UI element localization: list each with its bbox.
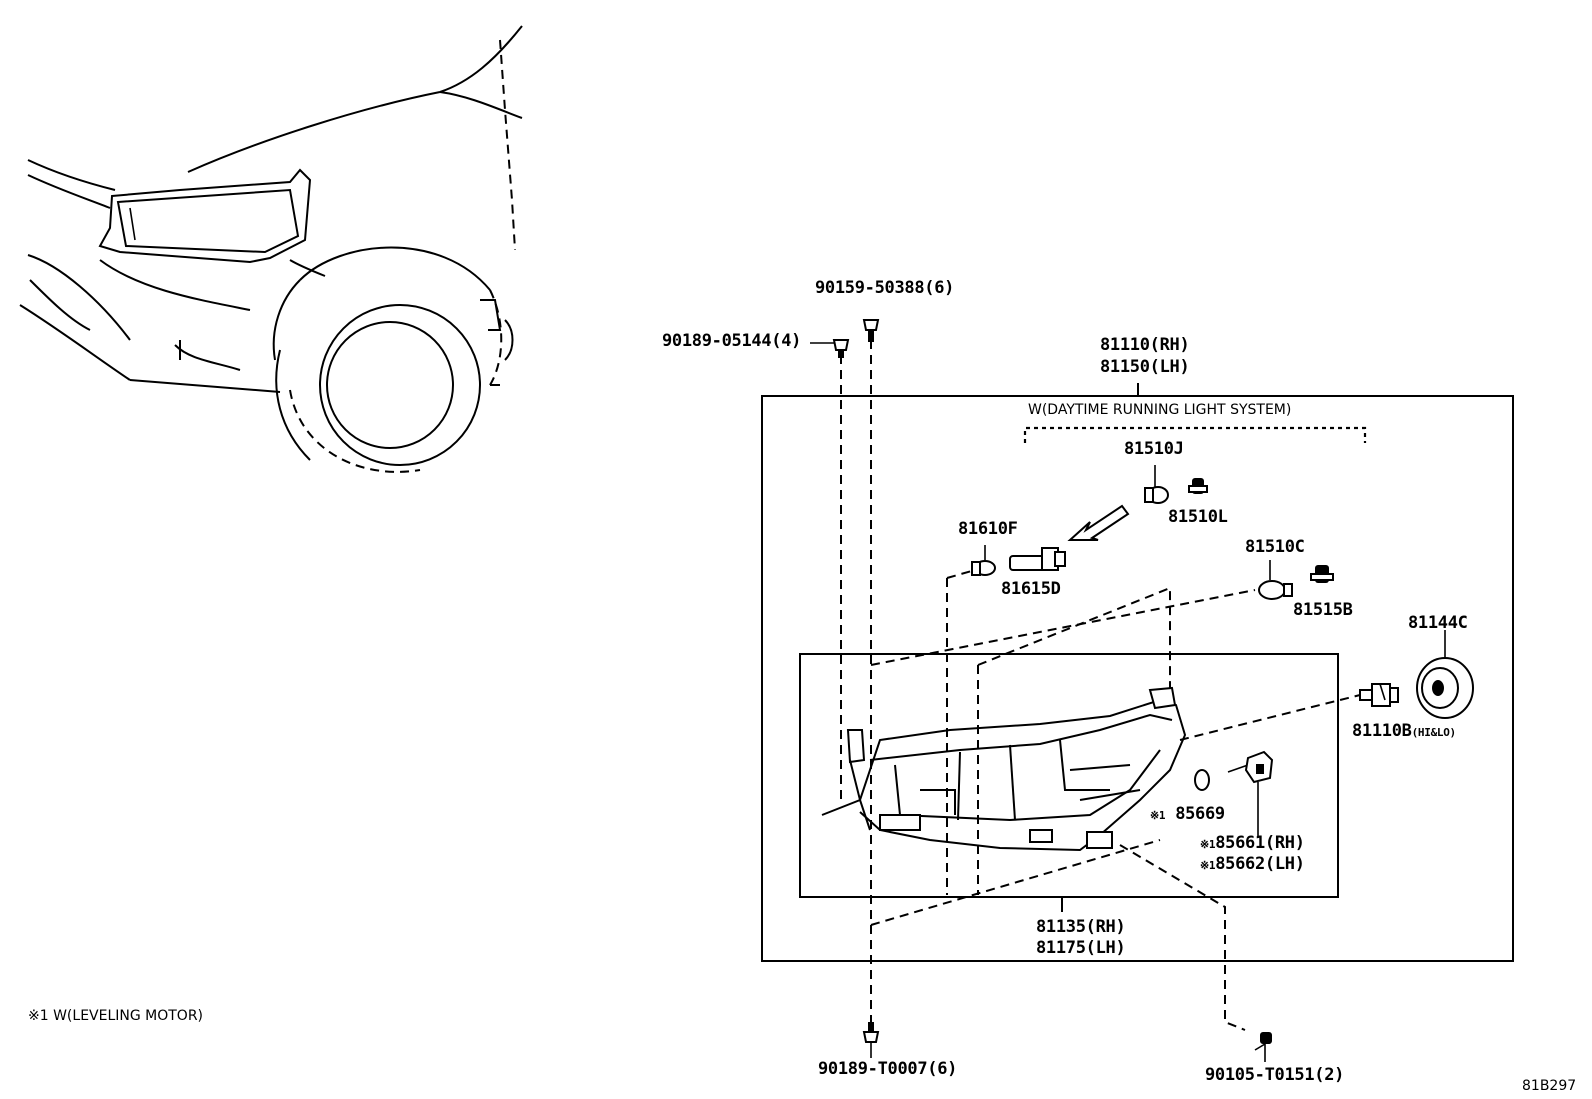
label-81110b: 81110B(HI&LO): [1352, 722, 1456, 742]
label-85662-lh: ※185662(LH): [1200, 855, 1305, 875]
bulb-81510j: [1144, 486, 1169, 504]
label-90189-t0007: 90189-T0007(6): [818, 1059, 958, 1079]
label-81615d: 81615D: [1001, 579, 1061, 599]
bulb-81610f: [971, 560, 996, 576]
label-81150-lh: 81150(LH): [1100, 357, 1190, 377]
label-85662-number: 85662(LH): [1215, 854, 1305, 874]
label-85669: ※1 85669: [1150, 805, 1225, 825]
drl-group-header: W(DAYTIME RUNNING LIGHT SYSTEM): [1028, 402, 1292, 418]
socket-81515b: [1310, 565, 1334, 583]
label-81510c: 81510C: [1245, 537, 1305, 557]
socket-81615d: [1009, 547, 1066, 571]
footnote-leveling-motor: ※1 W(LEVELING MOTOR): [28, 1008, 204, 1024]
label-81510l: 81510L: [1168, 507, 1228, 527]
label-85661-number: 85661(RH): [1215, 833, 1305, 853]
bolt-90189-t0007: [862, 1022, 880, 1043]
label-81110-rh: 81110(RH): [1100, 335, 1190, 355]
label-90189-05144: 90189-05144(4): [662, 331, 802, 351]
bulb-81110b: [1359, 683, 1399, 707]
diagram-id: 81B297: [1522, 1078, 1577, 1094]
bulb-81510c: [1258, 580, 1293, 600]
gasket-ring-85669: [1194, 769, 1210, 791]
cap-81144c: [1416, 657, 1474, 719]
label-81175-lh: 81175(LH): [1036, 938, 1126, 958]
drl-group-bracket: [1023, 426, 1367, 443]
label-81510j: 81510J: [1124, 439, 1184, 459]
marker: ※1: [1200, 859, 1216, 872]
label-81110b-number: 81110B: [1352, 721, 1412, 741]
marker: ※1: [1150, 809, 1166, 822]
label-81610f: 81610F: [958, 519, 1018, 539]
screw-90159: [862, 319, 880, 342]
marker: ※1: [1200, 838, 1216, 851]
label-85661-rh: ※185661(RH): [1200, 834, 1305, 854]
label-81515b: 81515B: [1293, 600, 1353, 620]
headlamp-assembly: [821, 686, 1187, 852]
assembly-frame-81110: [761, 395, 1514, 962]
clip-90189-05144: [832, 339, 850, 358]
vehicle-front-illustration: [19, 25, 523, 473]
label-90159-50388: 90159-50388(6): [815, 278, 955, 298]
housing-frame-81135: [799, 653, 1339, 898]
direction-arrow: [1067, 504, 1130, 541]
leveling-motor: [1227, 750, 1274, 784]
label-90105-t0151: 90105-T0151(2): [1205, 1065, 1345, 1085]
socket-81510l: [1188, 478, 1208, 494]
screw-90105-t0151: [1254, 1032, 1272, 1051]
label-81135-rh: 81135(RH): [1036, 917, 1126, 937]
label-85669-number: 85669: [1175, 804, 1225, 824]
label-81144c: 81144C: [1408, 613, 1468, 633]
label-81110b-note: (HI&LO): [1411, 726, 1457, 739]
